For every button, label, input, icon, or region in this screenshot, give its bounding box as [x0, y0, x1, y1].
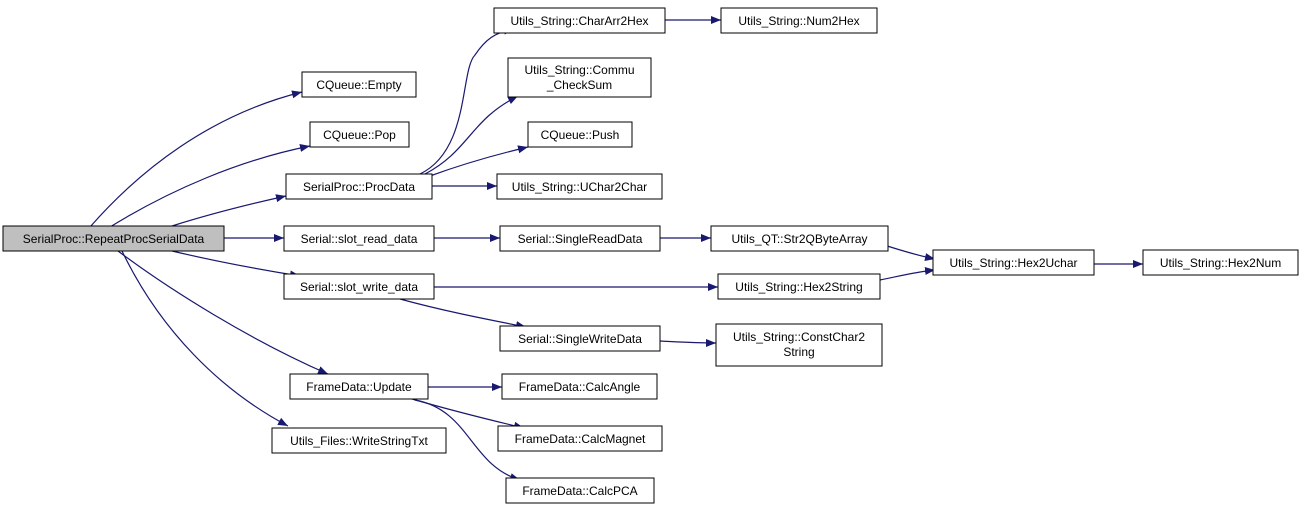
node-label: CQueue::Pop — [323, 128, 396, 142]
node-calcmagnet[interactable]: FrameData::CalcMagnet — [497, 425, 663, 452]
edge-procdata-to-chararr2hex — [419, 26, 515, 175]
node-constchar2string[interactable]: Utils_String::ConstChar2 String — [715, 323, 883, 367]
node-hex2uchar[interactable]: Utils_String::Hex2Uchar — [932, 249, 1095, 276]
node-label: Utils_String::CharArr2Hex — [510, 14, 648, 28]
node-slot-read-data[interactable]: Serial::slot_read_data — [283, 225, 435, 252]
node-writestringtxt[interactable]: Utils_Files::WriteStringTxt — [271, 427, 447, 454]
nodes: SerialProc::RepeatProcSerialData CQueue:… — [2, 7, 1299, 504]
node-cqueue-push[interactable]: CQueue::Push — [527, 121, 633, 148]
node-slot-write-data[interactable]: Serial::slot_write_data — [283, 273, 435, 300]
node-cqueue-pop[interactable]: CQueue::Pop — [309, 121, 410, 148]
node-repeatprocserialdata[interactable]: SerialProc::RepeatProcSerialData — [2, 225, 225, 252]
node-chararr2hex[interactable]: Utils_String::CharArr2Hex — [493, 7, 666, 34]
node-hex2string[interactable]: Utils_String::Hex2String — [717, 273, 881, 300]
node-label: SerialProc::ProcData — [303, 180, 415, 194]
node-label: Serial::SingleReadData — [518, 232, 643, 246]
node-calcpca[interactable]: FrameData::CalcPCA — [505, 477, 655, 504]
node-hex2num[interactable]: Utils_String::Hex2Num — [1142, 249, 1299, 276]
node-label: Utils_String::Hex2Num — [1160, 256, 1281, 270]
node-label: Utils_String::UChar2Char — [512, 180, 647, 194]
node-str2qbytearray[interactable]: Utils_QT::Str2QByteArray — [710, 225, 889, 252]
node-singlereaddata[interactable]: Serial::SingleReadData — [499, 225, 661, 252]
node-label-line2: String — [783, 345, 814, 359]
node-label-line2: _CheckSum — [546, 78, 612, 92]
node-uchar2char[interactable]: Utils_String::UChar2Char — [496, 173, 663, 200]
node-label: Utils_QT::Str2QByteArray — [731, 232, 867, 246]
edge-procdata-to-commu — [424, 95, 519, 175]
node-label: Serial::slot_write_data — [300, 280, 418, 294]
edge-slot-write-to-singlewrite — [399, 298, 527, 330]
edge-root-to-cqueue-pop — [109, 144, 311, 228]
node-label: FrameData::Update — [306, 380, 412, 394]
node-num2hex[interactable]: Utils_String::Num2Hex — [720, 7, 878, 34]
node-label: Utils_String::Num2Hex — [738, 14, 859, 28]
node-label: Serial::SingleWriteData — [518, 332, 642, 346]
edge-str2qbyte-to-hex2uchar — [883, 244, 936, 261]
node-label-line1: Utils_String::ConstChar2 — [733, 330, 865, 344]
node-label: FrameData::CalcAngle — [519, 380, 641, 394]
node-label: Utils_String::Hex2Uchar — [949, 256, 1077, 270]
node-calcangle[interactable]: FrameData::CalcAngle — [501, 373, 658, 400]
edge-root-to-procdata — [171, 194, 287, 227]
node-label: SerialProc::RepeatProcSerialData — [23, 232, 205, 246]
node-singlewritedata[interactable]: Serial::SingleWriteData — [499, 325, 661, 352]
node-procdata[interactable]: SerialProc::ProcData — [285, 173, 433, 200]
node-label: FrameData::CalcPCA — [522, 484, 637, 498]
node-label: Serial::slot_read_data — [301, 232, 418, 246]
edge-root-to-cqueue-empty — [89, 90, 303, 228]
node-commu-checksum[interactable]: Utils_String::Commu _CheckSum — [507, 57, 652, 98]
node-framedata-update[interactable]: FrameData::Update — [289, 373, 429, 400]
node-label: Utils_String::Hex2String — [735, 280, 862, 294]
edge-fd-update-to-calcpca — [414, 399, 521, 481]
edge-root-to-slot-write — [171, 250, 301, 279]
edges — [89, 16, 1143, 481]
node-label: CQueue::Empty — [316, 78, 401, 92]
node-label-line1: Utils_String::Commu — [524, 63, 634, 77]
node-label: Utils_Files::WriteStringTxt — [290, 434, 428, 448]
edge-root-to-fd-update — [117, 250, 329, 375]
node-cqueue-empty[interactable]: CQueue::Empty — [301, 71, 417, 98]
edge-hex2string-to-hex2uchar — [879, 267, 936, 281]
edge-singlewrite-to-constchar — [659, 338, 717, 347]
edge-procdata-to-cqueue-push — [429, 145, 529, 177]
node-label: CQueue::Push — [541, 128, 620, 142]
edge-root-to-writestringtxt — [121, 250, 289, 427]
node-label: FrameData::CalcMagnet — [515, 432, 646, 446]
